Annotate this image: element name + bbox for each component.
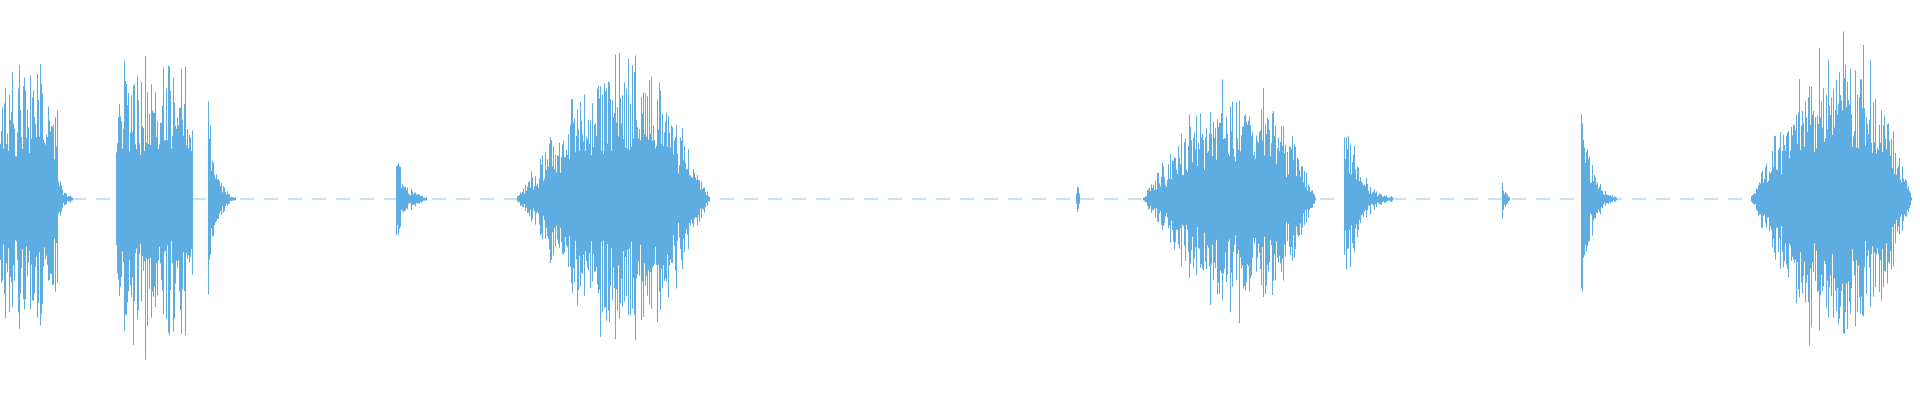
waveform-signal (0, 31, 1912, 360)
waveform-samples (0, 31, 1912, 360)
